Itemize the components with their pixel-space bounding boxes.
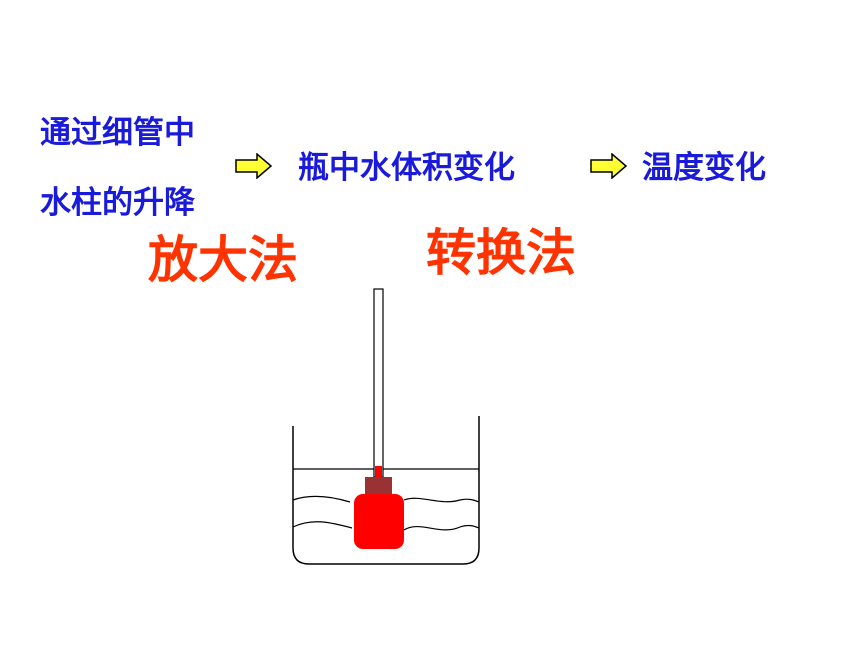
thin-tube: [373, 288, 384, 478]
arrow-right-icon: [235, 153, 273, 179]
stopper: [365, 477, 392, 495]
method-left: 放大法: [148, 231, 298, 289]
water-waves: [292, 495, 480, 531]
beaker: [292, 416, 480, 565]
step3-text: 温度变化: [642, 150, 766, 186]
arrow-right-icon: [590, 153, 628, 179]
step1-line1: 通过细管中: [40, 115, 195, 151]
step1-line2: 水柱的升降: [40, 185, 195, 221]
step2-text: 瓶中水体积变化: [298, 150, 515, 186]
bottle: [354, 494, 404, 549]
water-column: [375, 466, 382, 480]
method-right: 转换法: [426, 224, 576, 282]
